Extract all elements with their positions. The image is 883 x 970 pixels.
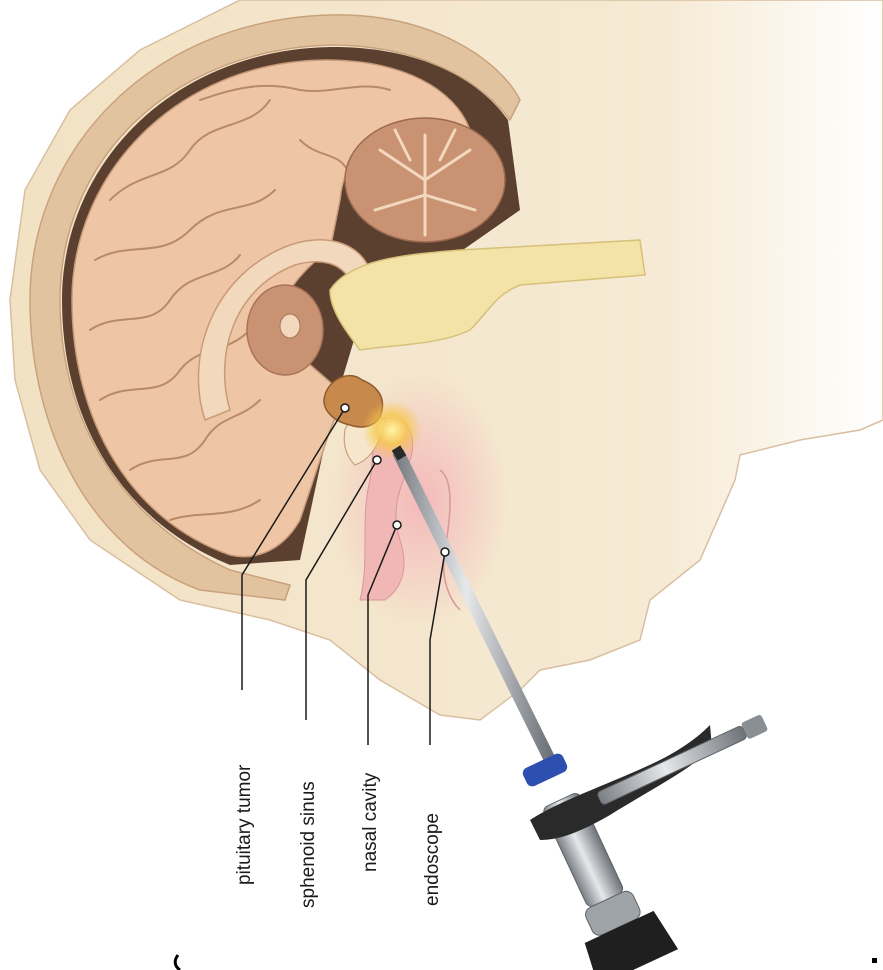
light-cable-arm: [596, 714, 769, 807]
cerebellum: [345, 118, 505, 242]
label-endoscope: endoscope: [422, 813, 443, 906]
label-sphenoid-sinus: sphenoid sinus: [298, 781, 319, 908]
label-pituitary-tumor: pituitary tumor: [234, 764, 255, 885]
label-nasal-cavity: nasal cavity: [360, 772, 381, 872]
stray-mark-right: [872, 958, 877, 963]
ventricle: [280, 314, 300, 338]
stray-mark-left: [175, 955, 180, 970]
